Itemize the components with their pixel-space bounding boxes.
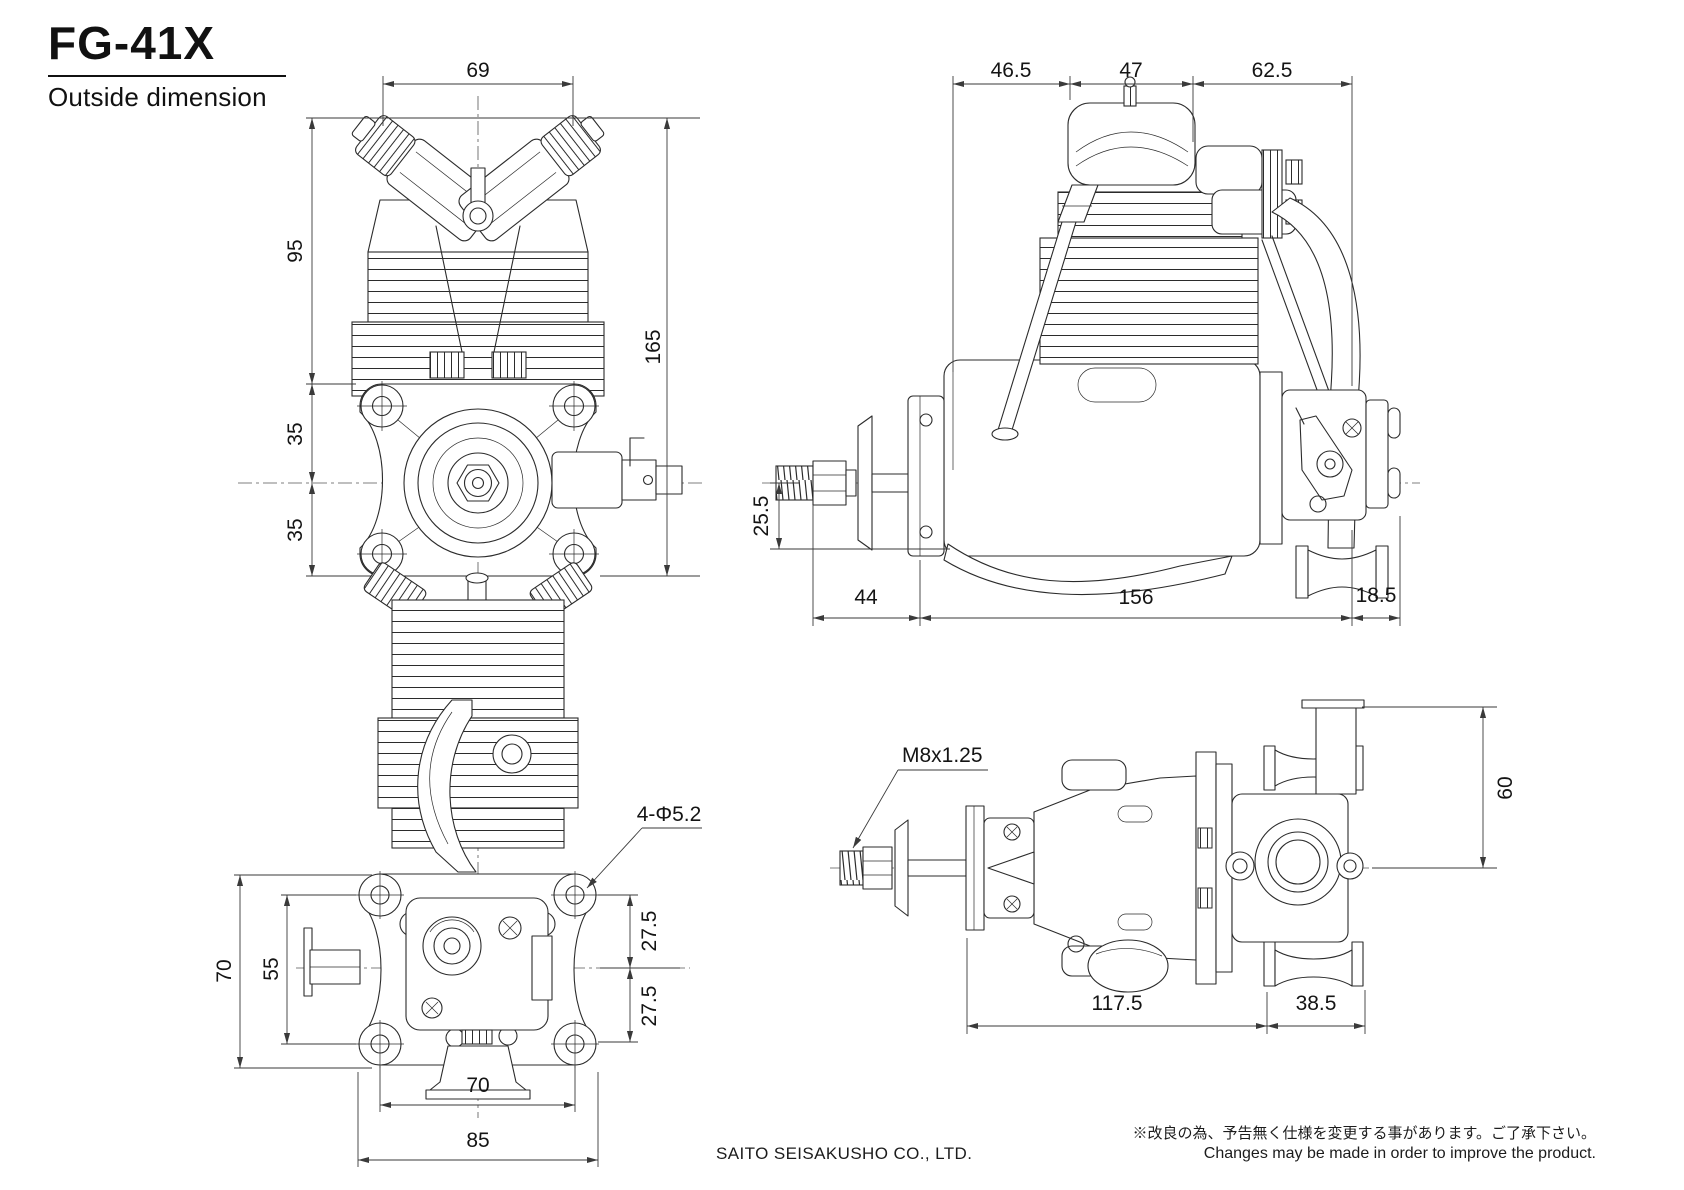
revision-notice: ※改良の為、予告無く仕様を変更する事があります。ご了承下さい。 Changes … [1132,1122,1596,1163]
dim-top-bottom-left: 117.5 [1092,992,1143,1015]
dim-rear-right-upper: 27.5 [638,911,661,952]
dim-front-lower-height: 35 [284,518,307,541]
dim-rear-right-lower: 27.5 [638,986,661,1027]
dim-side-bottom-right: 18.5 [1356,584,1397,607]
mount-lugs-rear [356,871,599,1068]
dim-rear-bottom-outer: 85 [466,1129,489,1152]
dim-top-height-right: 60 [1494,776,1517,799]
front-view-dimensions: 69 95 35 35 165 [284,59,700,577]
dim-top-bottom-right: 38.5 [1296,992,1337,1015]
front-view-engine-art [351,115,683,579]
dim-rear-left-inner: 55 [260,957,283,980]
dim-side-top-left: 46.5 [991,59,1032,82]
revision-notice-jp: ※改良の為、予告無く仕様を変更する事があります。ご了承下さい。 [1132,1125,1596,1142]
dim-rear-left-outer: 70 [213,959,236,982]
top-view-dimensions: M8x1.25 60 117.5 38.5 [852,706,1517,1034]
side-view-dimensions: 46.5 47 62.5 25.5 44 156 18.5 [750,59,1401,626]
dim-front-total-height: 165 [642,329,665,364]
dim-front-mid-height: 35 [284,422,307,445]
page-title: FG-41X [48,18,286,77]
page-subtitle: Outside dimension [48,81,267,112]
dim-side-shaft-drop: 25.5 [750,496,773,537]
rear-view: 70 55 27.5 27.5 70 85 4-Φ5.2 [213,562,702,1167]
side-view-engine-art [775,76,1401,599]
dim-front-width: 69 [466,59,489,82]
revision-notice-en: Changes may be made in order to improve … [1203,1145,1596,1162]
dim-side-bottom-left: 44 [854,586,878,609]
dim-side-top-center: 47 [1119,59,1142,82]
front-view: 69 95 35 35 165 [238,59,706,588]
label-mount-holes: 4-Φ5.2 [637,803,702,826]
top-view-engine-art [839,699,1365,993]
rear-view-dimensions: 70 55 27.5 27.5 70 85 4-Φ5.2 [213,803,702,1167]
dim-side-bottom-center: 156 [1118,586,1153,609]
label-shaft-thread: M8x1.25 [902,744,983,767]
rear-view-engine-art [303,562,599,1100]
dim-rear-bottom-inner: 70 [466,1074,489,1097]
top-view: M8x1.25 60 117.5 38.5 [830,699,1517,1034]
company-name: SAITO SEISAKUSHO CO., LTD. [716,1144,973,1163]
dim-front-upper-height: 95 [284,239,307,262]
dim-side-top-right: 62.5 [1252,59,1293,82]
title-block: FG-41X Outside dimension [48,18,286,113]
side-view: 46.5 47 62.5 25.5 44 156 18.5 [750,59,1420,626]
